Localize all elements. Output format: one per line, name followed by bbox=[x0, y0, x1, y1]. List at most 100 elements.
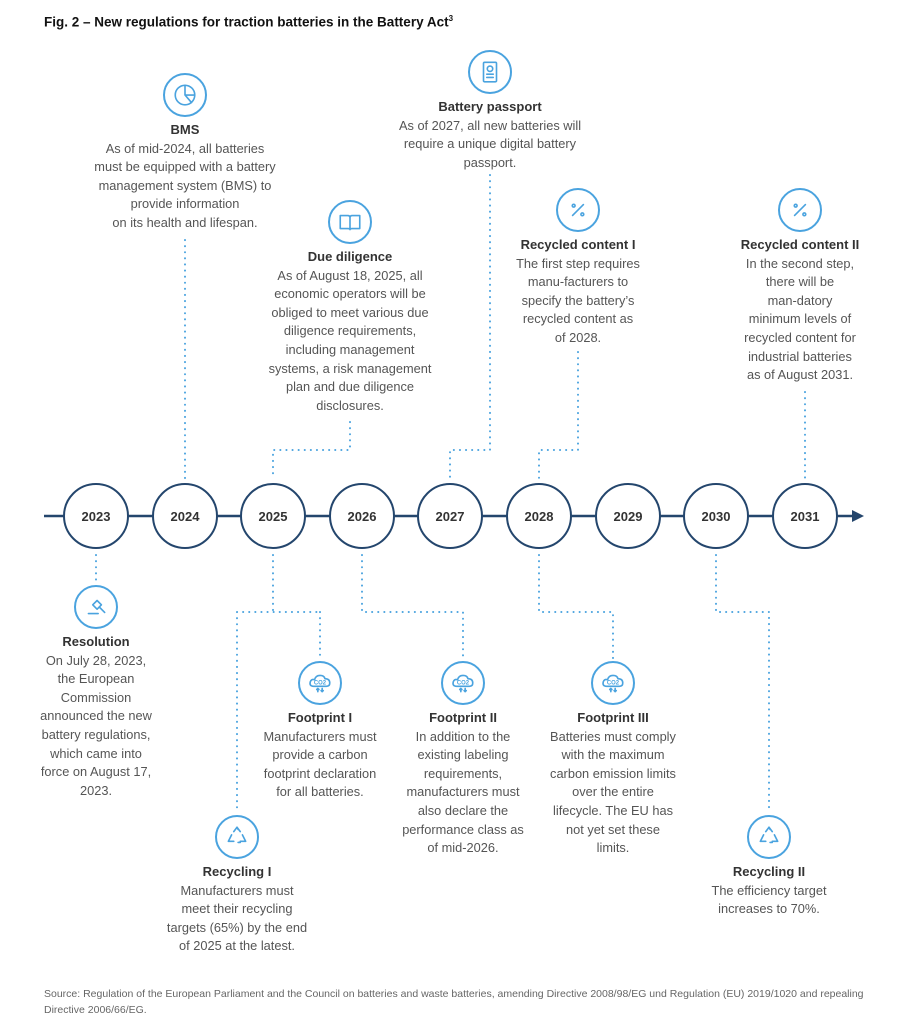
event-text-line: meet their recycling bbox=[181, 901, 293, 917]
event-text-line: In the second step, bbox=[745, 255, 855, 271]
event-text-line: management system (BMS) to bbox=[98, 177, 272, 193]
connector-2030 bbox=[715, 554, 770, 813]
event-text-line: of 2028. bbox=[554, 329, 602, 345]
year-node-2027: 2027 bbox=[417, 483, 483, 549]
event-text-line: Manufacturers must bbox=[263, 728, 377, 744]
event-title: Recycling II bbox=[732, 864, 806, 879]
event-text-line: The first step requires bbox=[516, 255, 640, 271]
co2-cloud-icon: CO2 bbox=[298, 661, 342, 705]
event-title: Footprint II bbox=[429, 710, 497, 725]
year-node-2028: 2028 bbox=[506, 483, 572, 549]
event-text-line: on its health and lifespan. bbox=[112, 214, 258, 230]
co2-cloud-icon: CO2 bbox=[591, 661, 635, 705]
timeline-arrow-icon bbox=[852, 510, 864, 522]
event-text-line: As of mid-2024, all batteries bbox=[105, 140, 265, 156]
event-text-line: specify the battery’s bbox=[521, 292, 635, 308]
event-text-line: as of August 2031. bbox=[746, 367, 853, 383]
year-node-2026: 2026 bbox=[329, 483, 395, 549]
event-text-line: for all batteries. bbox=[276, 784, 364, 800]
event-text-line: performance class as bbox=[402, 821, 524, 837]
event-text-line: including management bbox=[285, 341, 415, 357]
event-text-line: recycled content for bbox=[744, 329, 856, 345]
event-title: Footprint I bbox=[287, 710, 353, 725]
event-text-line: systems, a risk management bbox=[268, 360, 432, 376]
event-text-line: of mid-2026. bbox=[427, 840, 499, 856]
year-node-2023: 2023 bbox=[63, 483, 129, 549]
event-title: Recycling I bbox=[202, 864, 272, 879]
event-text-line: manufacturers must bbox=[406, 784, 520, 800]
event-text-line: diligence requirements, bbox=[283, 323, 417, 339]
year-node-2031: 2031 bbox=[772, 483, 838, 549]
event-text-line: which came into bbox=[50, 745, 142, 761]
event-recycling-ii: Recycling II The efficiency target increas… bbox=[684, 863, 854, 919]
event-text-line: passport. bbox=[463, 154, 517, 170]
figure-title: Fig. 2 – New regulations for traction ba… bbox=[44, 14, 454, 30]
event-bms: BMS As of mid-2024, all batteries must be … bbox=[70, 121, 300, 233]
year-node-2024: 2024 bbox=[152, 483, 218, 549]
source-note: Source: Regulation of the European Parli… bbox=[44, 988, 864, 1016]
event-text-line: require a unique digital battery bbox=[403, 136, 577, 152]
footnote-marker: 3 bbox=[448, 14, 454, 23]
connector-2028 bbox=[538, 554, 614, 659]
event-title: Battery passport bbox=[438, 99, 542, 114]
event-text-line: Batteries must comply bbox=[550, 728, 676, 744]
event-text-line: manu-facturers to bbox=[527, 274, 629, 290]
event-text-line: provide information bbox=[130, 196, 240, 212]
event-title: Resolution bbox=[62, 634, 130, 649]
percent-icon bbox=[778, 188, 822, 232]
event-text-line: disclosures. bbox=[316, 397, 384, 413]
event-text-line: plan and due diligence bbox=[285, 379, 415, 395]
event-text-line: must be equipped with a battery bbox=[94, 159, 276, 175]
event-text-line: As of 2027, all new batteries will bbox=[398, 117, 582, 133]
event-text-line: Manufacturers must bbox=[180, 882, 294, 898]
year-node-2025: 2025 bbox=[240, 483, 306, 549]
event-text-line: increases to 70%. bbox=[718, 901, 820, 917]
event-text-line: footprint declaration bbox=[263, 765, 377, 781]
event-recycled-content-ii: Recycled content II In the second step, th… bbox=[715, 236, 885, 385]
event-text-line: of 2025 at the latest. bbox=[179, 938, 295, 954]
event-recycling-i: Recycling I Manufacturers must meet their … bbox=[152, 863, 322, 956]
event-text-line: lifecycle. The EU has bbox=[553, 802, 673, 818]
event-text-line: 2023. bbox=[79, 782, 113, 798]
connector-recycled-1 bbox=[538, 351, 579, 479]
event-text-line: The efficiency target bbox=[711, 882, 827, 898]
event-text-line: man-datory bbox=[767, 292, 833, 308]
event-text-line: with the maximum bbox=[561, 747, 665, 763]
percent-icon bbox=[556, 188, 600, 232]
event-title: Footprint III bbox=[577, 710, 649, 725]
event-text-line: also declare the bbox=[417, 802, 509, 818]
event-text-line: there will be bbox=[765, 274, 835, 290]
book-icon bbox=[328, 200, 372, 244]
co2-cloud-icon: CO2 bbox=[441, 661, 485, 705]
pie-chart-icon bbox=[163, 73, 207, 117]
event-text-line: battery regulations, bbox=[41, 726, 151, 742]
connector-passport bbox=[449, 174, 491, 479]
event-text-line: over the entire bbox=[572, 784, 654, 800]
event-text-line: In addition to the bbox=[415, 728, 511, 744]
event-text-line: not yet set these bbox=[566, 821, 660, 837]
event-text-line: As of August 18, 2025, all bbox=[277, 267, 423, 283]
svg-text:CO2: CO2 bbox=[457, 681, 470, 687]
year-node-2029: 2029 bbox=[595, 483, 661, 549]
event-title: BMS bbox=[170, 122, 200, 137]
gavel-icon bbox=[74, 585, 118, 629]
document-icon bbox=[468, 50, 512, 94]
event-title: Recycled content II bbox=[740, 237, 860, 252]
event-text-line: Commission bbox=[60, 689, 132, 705]
event-text-line: industrial batteries bbox=[748, 348, 852, 364]
event-text-line: economic operators will be bbox=[274, 286, 426, 302]
event-text-line: On July 28, 2023, bbox=[45, 652, 147, 668]
event-text-line: recycled content as bbox=[522, 311, 634, 327]
event-footprint-iii: Footprint III Batteries must comply with t… bbox=[528, 709, 698, 858]
event-text-line: announced the new bbox=[40, 708, 152, 724]
svg-text:CO2: CO2 bbox=[314, 681, 327, 687]
year-node-2030: 2030 bbox=[683, 483, 749, 549]
recycle-icon bbox=[747, 815, 791, 859]
event-text-line: limits. bbox=[596, 840, 630, 856]
recycle-icon bbox=[215, 815, 259, 859]
